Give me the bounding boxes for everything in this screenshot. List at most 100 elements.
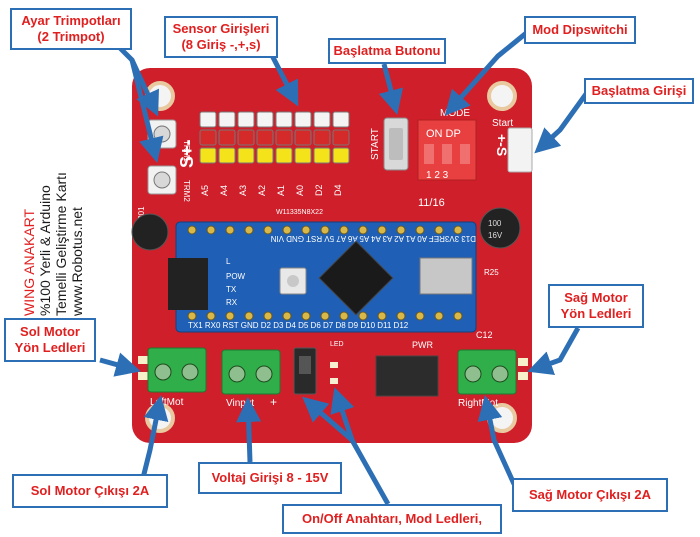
analog-label: A1 <box>276 185 286 196</box>
sensor-pin[interactable] <box>237 147 255 164</box>
sensor-header[interactable] <box>199 111 350 164</box>
right-led-2 <box>518 372 528 380</box>
arrow-start-input <box>534 92 589 154</box>
sensor-pin[interactable] <box>332 111 350 128</box>
callout-text: Sensor Girişleri <box>172 21 270 36</box>
screw <box>491 365 509 383</box>
sensor-pin[interactable] <box>275 129 293 146</box>
sensor-pin[interactable] <box>313 147 331 164</box>
nano-pin <box>358 225 368 235</box>
nano-pin <box>206 311 216 321</box>
dip-on-label: ON DP <box>426 128 461 140</box>
sensor-pin[interactable] <box>275 111 293 128</box>
sensor-pin[interactable] <box>256 111 274 128</box>
ic-label: W11335N8X22 <box>276 209 323 216</box>
sensor-pin[interactable] <box>313 111 331 128</box>
sensor-pin[interactable] <box>237 111 255 128</box>
sensor-pin[interactable] <box>218 111 236 128</box>
mount-hole <box>487 81 517 111</box>
left-led-1 <box>138 356 148 364</box>
nano-pin <box>187 311 197 321</box>
sensor-pin[interactable] <box>256 129 274 146</box>
callout-text: Yön Ledleri <box>14 340 86 355</box>
switch-slider <box>299 356 311 374</box>
r25-label: R25 <box>484 268 499 277</box>
callout-left-out: Sol Motor Çıkışı 2A <box>12 474 168 508</box>
nano-header-top <box>187 225 463 235</box>
regulator <box>375 355 439 397</box>
side-title-line1: WING ANAKART <box>21 208 37 316</box>
nano-pin <box>225 311 235 321</box>
c12-label: C12 <box>476 330 493 340</box>
sensor-pin[interactable] <box>275 147 293 164</box>
nano-pin <box>358 311 368 321</box>
start-input-connector[interactable] <box>507 127 533 173</box>
sensor-pin[interactable] <box>199 111 217 128</box>
analog-label: A3 <box>238 185 248 196</box>
left-motor-terminal[interactable] <box>147 347 207 393</box>
mode-led <box>330 362 338 368</box>
sensor-pin[interactable] <box>313 129 331 146</box>
sensor-pin[interactable] <box>332 129 350 146</box>
arrow-left-led <box>99 352 141 377</box>
trim-label: TRM1 <box>182 140 191 162</box>
sensor-pin[interactable] <box>294 129 312 146</box>
nano-pin <box>396 311 406 321</box>
nano-pin <box>377 311 387 321</box>
left-led-2 <box>138 372 148 380</box>
nano-side-labels: L POW TX RX <box>226 257 246 307</box>
nano-pin <box>415 225 425 235</box>
callout-start-input: Başlatma Girişi <box>584 78 694 104</box>
callout-text: (8 Giriş -,+,s) <box>181 37 261 52</box>
nano-pin <box>434 225 444 235</box>
arrow-start-button <box>378 63 404 115</box>
minus-s-label: +-S <box>494 134 510 156</box>
nano-pin <box>244 311 254 321</box>
callout-sensor: Sensor Girişleri (8 Giriş -,+,s) <box>164 16 278 58</box>
nano-pin <box>415 311 425 321</box>
dip-switch-1[interactable] <box>424 144 434 164</box>
callout-dipswitch: Mod Dipswitchi <box>524 16 636 44</box>
sensor-pin[interactable] <box>199 147 217 164</box>
trim-label: TRM2 <box>182 180 191 202</box>
nano-pin <box>339 225 349 235</box>
cap-label: 100 <box>488 219 502 228</box>
sensor-pin[interactable] <box>199 129 217 146</box>
side-title: WING ANAKART %100 Yerli & Arduino Temell… <box>14 100 94 320</box>
mode-led <box>330 378 338 384</box>
vinput-plus-label: + <box>270 395 277 409</box>
dip-switch-3[interactable] <box>460 144 470 164</box>
mode-label: MODE <box>440 108 470 119</box>
start-top-label: Start <box>492 118 513 129</box>
side-title-line3: Temelli Geliştirme Kartı <box>53 172 69 316</box>
sensor-pin[interactable] <box>294 111 312 128</box>
left-mot-label: LeftMot <box>150 397 184 408</box>
sensor-pin[interactable] <box>218 147 236 164</box>
sensor-pin[interactable] <box>237 129 255 146</box>
led-label: LED <box>330 341 344 348</box>
side-title-line2: %100 Yerli & Arduino <box>37 185 53 316</box>
right-motor-terminal[interactable] <box>457 349 517 395</box>
callout-arrows <box>99 28 589 506</box>
trimpot-knob <box>153 171 171 189</box>
revision-label: 11/16 <box>418 197 445 209</box>
svg-text:RX: RX <box>226 298 238 307</box>
nano-pin <box>206 225 216 235</box>
icsp-header <box>168 258 208 310</box>
callout-text: Başlatma Girişi <box>591 83 687 98</box>
nano-pin <box>320 225 330 235</box>
sensor-pin[interactable] <box>218 129 236 146</box>
voltage-input-terminal[interactable] <box>221 349 281 395</box>
callout-text: Sağ Motor <box>564 290 628 305</box>
nano-top-pins: D13 3V3REF A0 A1 A2 A3 A4 A5 A6 A7 5V RS… <box>270 234 476 243</box>
callout-right-led: Sağ Motor Yön Ledleri <box>548 284 644 328</box>
sensor-pin[interactable] <box>294 147 312 164</box>
dip-switch-2[interactable] <box>442 144 452 164</box>
arrow-switch-2 <box>330 387 355 441</box>
callout-text: Başlatma Butonu <box>333 43 441 58</box>
sensor-pin[interactable] <box>256 147 274 164</box>
sensor-pin[interactable] <box>332 147 350 164</box>
arrow-left-out <box>139 395 169 483</box>
